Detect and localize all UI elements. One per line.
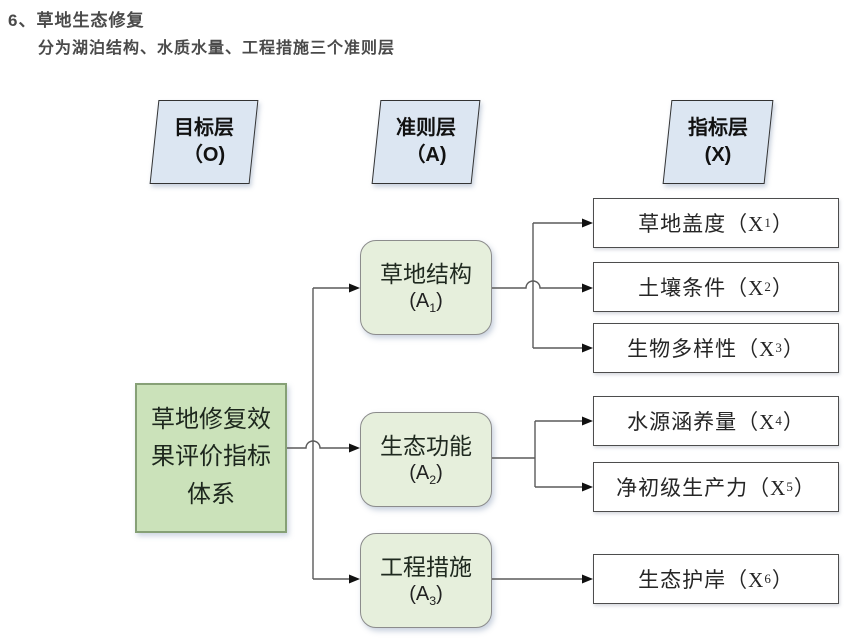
criteria-name: 生态功能 <box>380 434 472 460</box>
code-prefix: （X <box>726 276 765 300</box>
layer-header-goal-text: 目标层 （O) <box>174 115 234 169</box>
code-prefix: (A <box>409 289 430 312</box>
code-prefix: （X <box>748 476 787 500</box>
connector-a2-to-indicators <box>492 416 593 492</box>
indicator-name: 草地盖度 <box>638 212 727 236</box>
code-suffix: ） <box>782 410 805 434</box>
section-subtitle: 分为湖泊结构、水质水量、工程措施三个准则层 <box>38 40 396 57</box>
layer-code: （O) <box>182 144 226 166</box>
code-suffix: ） <box>771 212 794 236</box>
goal-line: 体系 <box>187 481 235 508</box>
layer-code: （A) <box>405 144 447 166</box>
code-prefix: (A <box>409 461 430 484</box>
connector-a1-to-indicators <box>492 218 593 353</box>
criteria-name: 草地结构 <box>380 262 472 288</box>
layer-header-goal: 目标层 （O) <box>149 100 259 184</box>
indicator-name: 土壤条件 <box>638 276 727 300</box>
code-suffix: ） <box>793 476 816 500</box>
criteria-code: (A1) <box>409 289 443 314</box>
code-subscript: 3 <box>429 593 437 608</box>
code-prefix: （X <box>737 337 776 361</box>
layer-header-criteria: 准则层 （A) <box>371 100 481 184</box>
connector-goal-to-criteria <box>287 283 360 584</box>
connector-a3-to-indicator <box>492 574 593 584</box>
criteria-node-a2: 生态功能 (A2) <box>360 412 492 507</box>
code-suffix: ） <box>771 568 794 592</box>
code-suffix: ) <box>436 461 443 484</box>
layer-header-indicator-text: 指标层 (X) <box>688 115 748 169</box>
indicator-name: 水源涵养量 <box>627 410 738 434</box>
criteria-node-a1: 草地结构 (A1) <box>360 240 492 335</box>
criteria-code: (A3) <box>409 582 443 607</box>
criteria-name: 工程措施 <box>380 555 472 581</box>
layer-header-criteria-text: 准则层 （A) <box>396 115 456 169</box>
code-prefix: （X <box>737 410 776 434</box>
goal-line: 果评价指标 <box>151 444 271 471</box>
indicator-name: 净初级生产力 <box>616 476 749 500</box>
layer-label: 目标层 <box>174 117 234 139</box>
layer-label: 指标层 <box>688 117 748 139</box>
section-title: 6、草地生态修复 <box>8 11 145 30</box>
code-suffix: ） <box>771 276 794 300</box>
goal-line: 草地修复效 <box>151 407 271 434</box>
code-suffix: ) <box>436 582 443 605</box>
code-prefix: （X <box>726 212 765 236</box>
layer-label: 准则层 <box>396 117 456 139</box>
goal-node: 草地修复效 果评价指标 体系 <box>135 383 287 533</box>
code-subscript: 1 <box>429 300 437 315</box>
criteria-node-a3: 工程措施 (A3) <box>360 533 492 628</box>
indicator-name: 生态护岸 <box>638 568 727 592</box>
code-subscript: 2 <box>429 472 437 487</box>
code-suffix: ） <box>782 337 805 361</box>
indicator-name: 生物多样性 <box>627 337 738 361</box>
code-prefix: （X <box>726 568 765 592</box>
layer-header-indicator: 指标层 (X) <box>662 100 774 184</box>
code-suffix: ) <box>436 289 443 312</box>
code-prefix: (A <box>409 582 430 605</box>
layer-code: (X) <box>704 144 732 166</box>
criteria-code: (A2) <box>409 461 443 486</box>
